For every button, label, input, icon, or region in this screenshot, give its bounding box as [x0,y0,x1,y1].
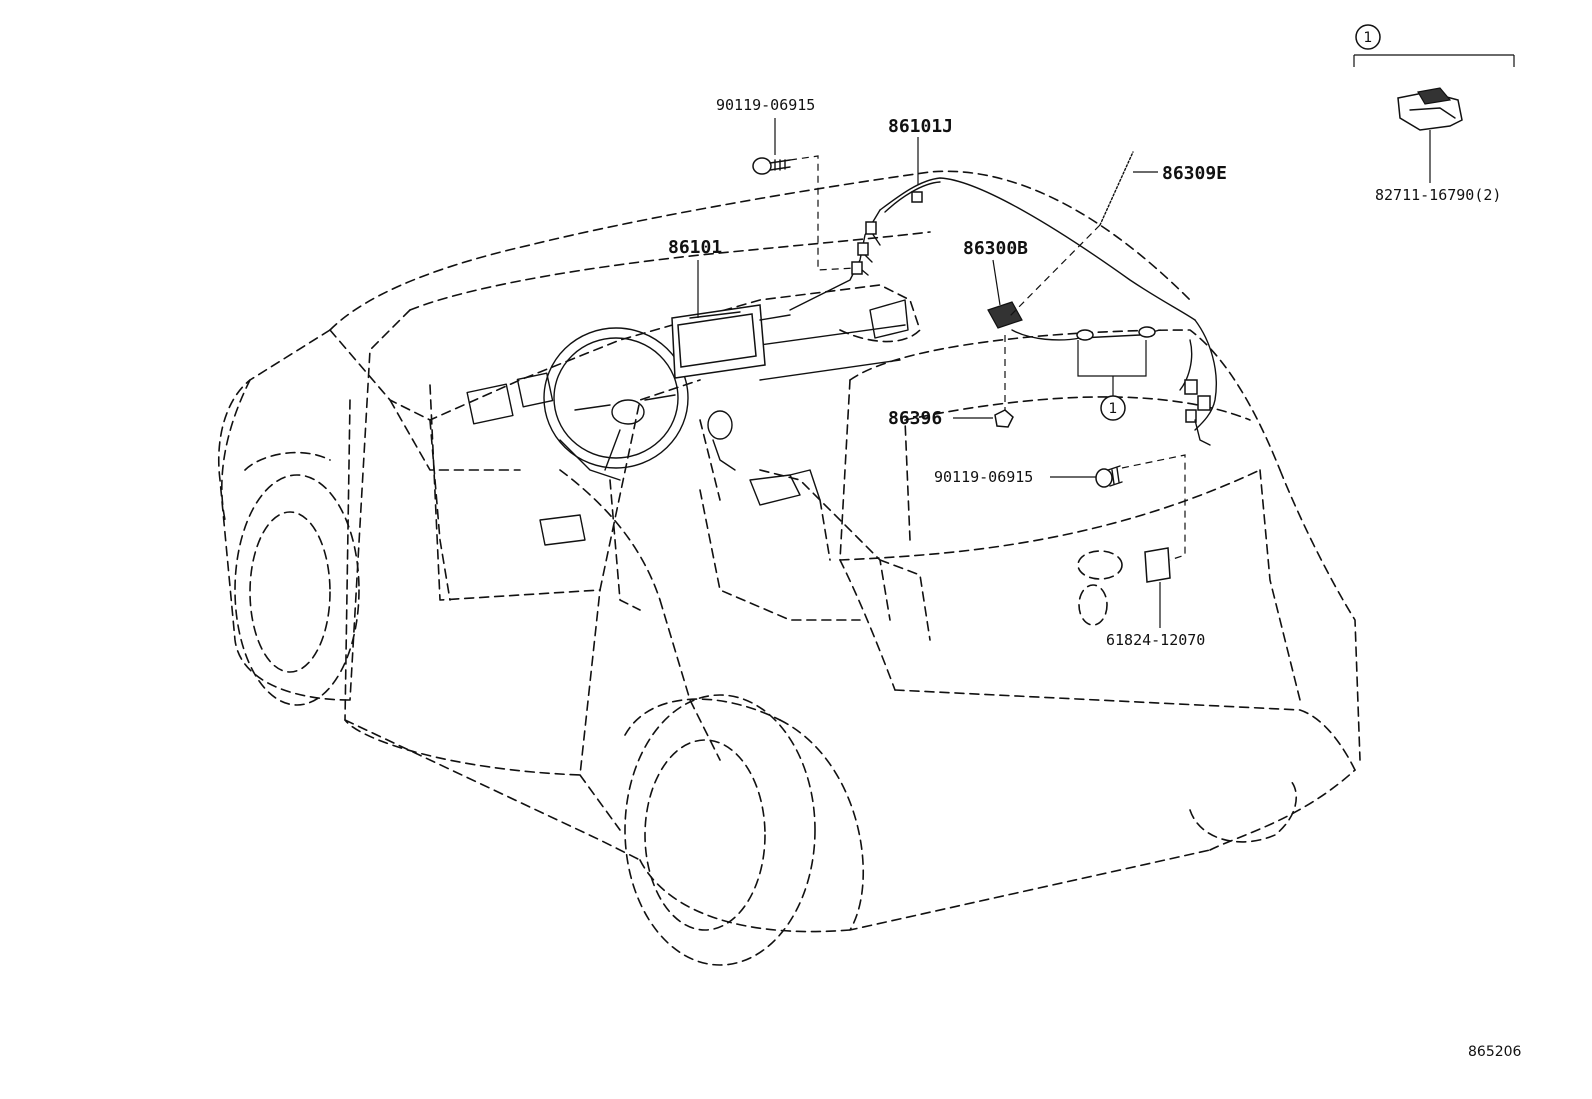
clip-group-callout: 1 [1100,395,1126,421]
clamp-icon [1397,87,1463,131]
label-screw-mid[interactable]: 90119-06915 [934,468,1033,486]
antenna-icon [987,301,1161,341]
label-antenna[interactable]: 86300B [963,238,1028,259]
display-unit-icon [671,304,791,379]
antenna-cord-icon [1099,151,1134,226]
screw-top-icon [752,157,791,175]
label-antenna-cord[interactable]: 86309E [1162,163,1227,184]
label-clip[interactable]: 86396 [888,408,942,429]
label-clamp[interactable]: 82711-16790(2) [1375,186,1501,204]
steering-wheel [543,327,689,469]
group-callout-number: 1 [1364,30,1373,46]
leader-lines [697,54,1515,628]
label-display[interactable]: 86101 [668,237,722,258]
group-callout: 1 [1355,24,1381,50]
label-wire-j[interactable]: 86101J [888,116,953,137]
label-screw-top[interactable]: 90119-06915 [716,96,815,114]
label-plate[interactable]: 61824-12070 [1106,631,1205,649]
screw-mid-icon [1095,465,1123,488]
clip-icon [994,409,1014,428]
interior-details [466,299,909,761]
clip-group-callout-number: 1 [1109,401,1118,417]
drawing-reference-number: 865206 [1468,1044,1522,1060]
label-plate-icon [1144,547,1171,583]
car-body-outline [217,170,1361,966]
part-labels: 90119-06915 86101J 86101 86309E 86300B 8… [668,96,1522,1060]
wire-harness-icon [789,177,1217,446]
